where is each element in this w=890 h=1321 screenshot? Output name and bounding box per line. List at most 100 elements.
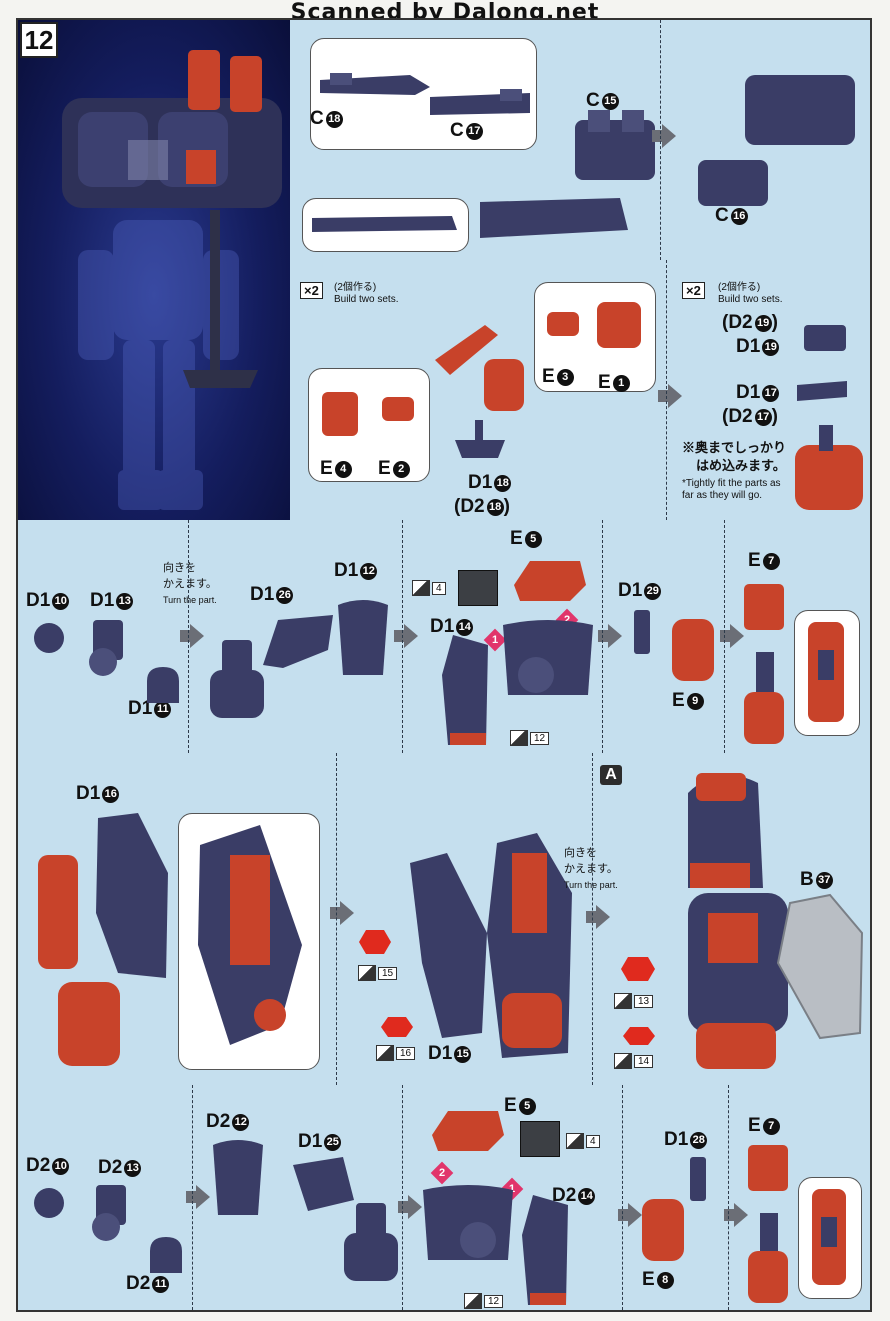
- sticker-ref-12-row5: 12: [464, 1293, 504, 1309]
- flow-arrow: [720, 624, 744, 648]
- flow-arrow: [586, 905, 610, 929]
- part-upper-arm: [688, 773, 763, 888]
- sticker-ref-14: 14: [614, 1053, 654, 1069]
- part-d1-13-assembly: [210, 640, 264, 718]
- sticker-hex-16: [381, 1017, 413, 1037]
- instruction-page: 12: [16, 18, 872, 1312]
- part-e4: [322, 392, 358, 436]
- hero-illustration: 12: [18, 20, 290, 520]
- part-b37: [776, 893, 864, 1040]
- part-assembly-c-right: [698, 75, 855, 206]
- part-finger-red: [435, 325, 498, 375]
- part-hand-assembled: [795, 425, 863, 510]
- part-forearm-red: [38, 855, 78, 969]
- part-e7-detail-row5: [812, 1189, 846, 1285]
- part-d1-25: [293, 1157, 354, 1211]
- part-torso-arm: [503, 620, 593, 695]
- part-e2: [382, 397, 414, 421]
- section-marker-a: A: [600, 765, 622, 785]
- part-d2-11: [150, 1237, 182, 1273]
- build-two-en: Build two sets.: [334, 294, 399, 305]
- part-c15: [575, 110, 655, 180]
- sticker-ref-12: 12: [510, 730, 550, 746]
- part-e9: [672, 619, 714, 681]
- flow-arrow: [186, 1185, 210, 1209]
- flow-arrow: [652, 124, 676, 148]
- part-d1-18: [455, 420, 505, 458]
- part-e5: [514, 561, 586, 601]
- part-c18: [320, 73, 430, 95]
- part-assembly-c: [480, 198, 628, 238]
- part-c17: [430, 89, 530, 115]
- turn-en-row4: Turn the part.: [564, 880, 618, 890]
- multiplier-badge: ×2: [300, 282, 323, 299]
- flow-arrow: [330, 901, 354, 925]
- sticker-sample-row5: [520, 1121, 560, 1157]
- part-e1: [597, 302, 641, 348]
- sticker-ref-16: 16: [376, 1045, 416, 1061]
- part-frame-bar: [312, 216, 457, 232]
- flow-arrow: [398, 1195, 422, 1219]
- flow-arrow: [598, 624, 622, 648]
- part-hand-red: [58, 982, 120, 1066]
- multiplier-badge-right: ×2: [682, 282, 705, 299]
- sticker-ref-4: 4: [412, 580, 446, 596]
- part-d1-12: [338, 600, 388, 675]
- build-two-jp-right: (2個作る): [718, 282, 761, 293]
- flow-arrow: [618, 1203, 642, 1227]
- part-e7: [744, 584, 784, 744]
- build-two-jp: (2個作る): [334, 282, 377, 293]
- sticker-sample: [458, 570, 498, 606]
- part-e8: [642, 1199, 684, 1261]
- part-d1-29: [634, 610, 650, 654]
- robot-silhouette: [62, 50, 282, 510]
- part-arm-assembled: [688, 893, 788, 1069]
- sticker-hex-14: [623, 1027, 655, 1045]
- flow-arrow: [180, 624, 204, 648]
- turn-jp-2-row4: かえます。: [564, 863, 618, 875]
- sticker-hex-15: [359, 930, 391, 954]
- part-arm-detail: [198, 825, 302, 1045]
- part-d1-17: [797, 381, 847, 401]
- part-d1-13: [89, 620, 123, 676]
- step-number: 12: [20, 22, 58, 58]
- part-d1-19: [804, 325, 846, 351]
- note-en: *Tightly fit the parts as far as they wi…: [682, 478, 781, 501]
- turn-jp-2: かえます。: [163, 578, 217, 590]
- part-d1-10: [34, 623, 64, 653]
- sticker-ref-15: 15: [358, 965, 398, 981]
- sticker-ref-4-row5: 4: [566, 1133, 600, 1149]
- part-e3: [547, 312, 579, 336]
